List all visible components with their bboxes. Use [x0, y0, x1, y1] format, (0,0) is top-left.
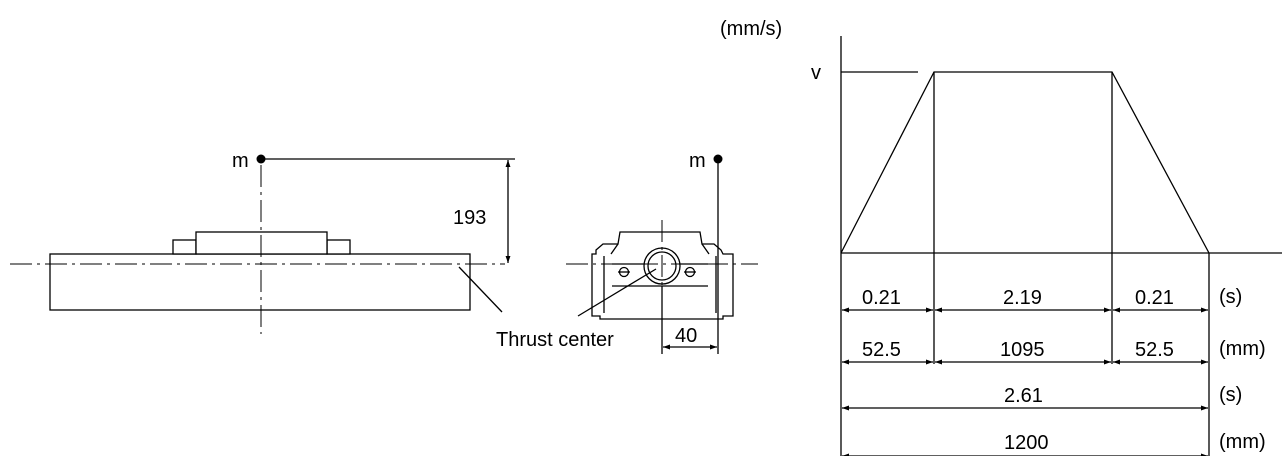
front-offset-dimension: 40: [675, 325, 697, 347]
side-table-left-step: [172, 239, 197, 255]
side-thrust-leader: [458, 266, 503, 313]
time-row-decel: 0.21: [1135, 287, 1174, 309]
time-row-accel: 0.21: [862, 287, 901, 309]
side-view: m 193: [10, 150, 515, 334]
side-height-dimension: 193: [453, 207, 486, 229]
time-row-unit: (s): [1219, 286, 1242, 308]
total-time-unit: (s): [1219, 384, 1242, 406]
front-body-inner-lines: [603, 243, 717, 313]
velocity-trapezoid: [840, 71, 1210, 254]
dist-row-const: 1095: [1000, 339, 1045, 361]
front-view: m 40 Thrust center: [496, 150, 758, 354]
total-distance: 1200: [1004, 432, 1049, 454]
front-thrust-leader: [577, 268, 657, 317]
thrust-center-label: Thrust center: [496, 329, 614, 351]
dist-row-decel: 52.5: [1135, 339, 1174, 361]
dist-row-accel: 52.5: [862, 339, 901, 361]
velocity-y-unit: (mm/s): [720, 18, 782, 40]
front-mass-label: m: [689, 150, 706, 172]
side-mass-label: m: [232, 150, 249, 172]
front-thrust-shaft-inner: [647, 251, 677, 281]
side-table-right-step: [326, 239, 351, 255]
total-distance-unit: (mm): [1219, 431, 1266, 453]
dist-row-unit: (mm): [1219, 338, 1266, 360]
velocity-profile: (mm/s) v 0.21 2.19 0.21 (s) 52.5 1095 52…: [720, 18, 1282, 456]
velocity-peak-label: v: [811, 62, 821, 84]
total-time: 2.61: [1004, 385, 1043, 407]
side-slider-base: [49, 253, 471, 311]
time-row-const: 2.19: [1003, 287, 1042, 309]
